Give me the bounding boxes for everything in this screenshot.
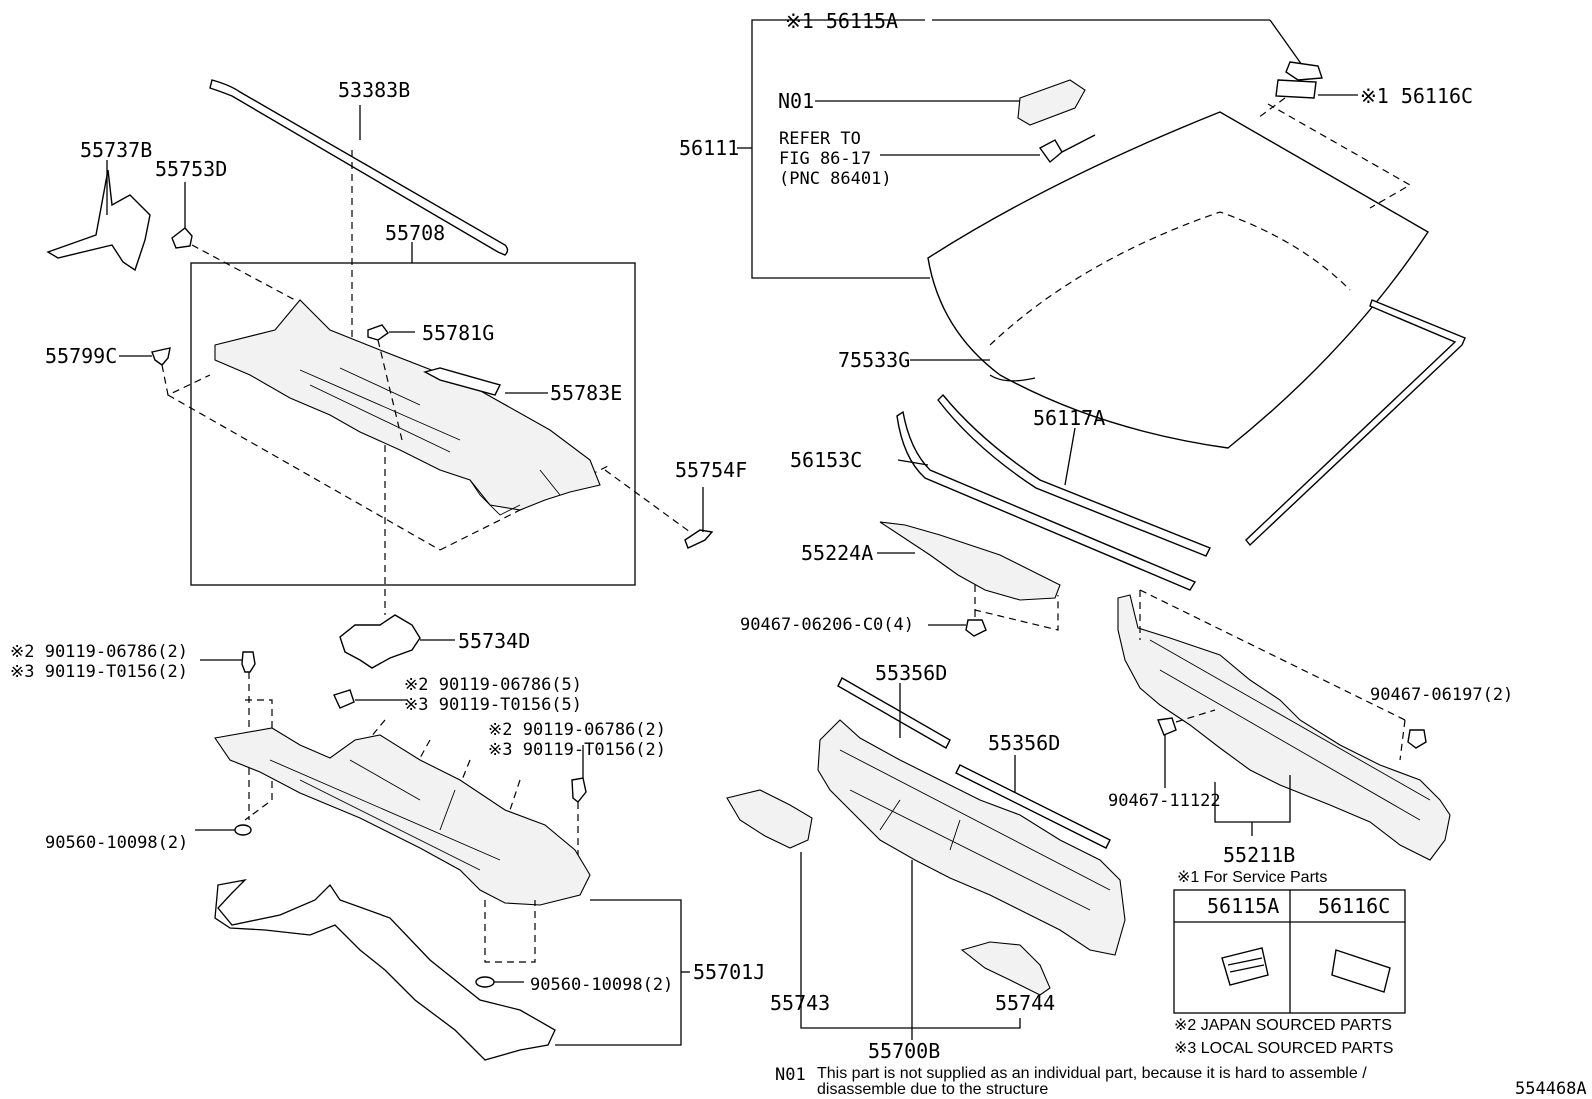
label-55753D: 55753D: [155, 157, 227, 181]
clip-90467-06197: [1407, 729, 1427, 749]
cowl-top-panel-55708: [214, 299, 601, 511]
legend-image-56115A: [1221, 947, 1269, 986]
label-55356D-a: 55356D: [875, 661, 947, 685]
label-55737B: 55737B: [80, 138, 152, 162]
cowl-panel-55701J: [214, 727, 591, 906]
label-55743: 55743: [770, 991, 830, 1015]
label-55700B: 55700B: [868, 1039, 940, 1063]
windshield-glass-56111: [927, 111, 1429, 449]
part-55743: [726, 789, 813, 849]
label-55799C: 55799C: [45, 344, 117, 368]
clip-55799C: [151, 347, 171, 366]
label-90119-c1: ※2 90119-06786(2): [488, 720, 666, 740]
weatherstrip-53383B: [209, 79, 509, 256]
strip-55356D-a: [837, 677, 951, 749]
legend-col-56116C: 56116C: [1318, 894, 1390, 918]
bolt-90119-c: [571, 777, 587, 803]
clip-55781G: [367, 324, 389, 341]
clip-90467-11122: [1157, 717, 1177, 736]
clip-55753D: [171, 227, 193, 249]
label-55708: 55708: [385, 221, 445, 245]
label-N01: N01: [778, 89, 814, 113]
label-55701J: 55701J: [693, 960, 765, 984]
strip-55356D-b: [955, 764, 1111, 849]
strip-56117A: [937, 393, 1211, 557]
bolt-90119-b: [333, 689, 355, 709]
legend-image-56116C: [1331, 949, 1391, 993]
footnote-code: N01: [775, 1065, 806, 1085]
grommet-90560-a: [234, 824, 252, 836]
grommet-90560-b: [475, 976, 495, 988]
diagram-id: 554468A: [1515, 1079, 1587, 1099]
label-90467-06197: 90467-06197(2): [1370, 685, 1513, 705]
label-55783E: 55783E: [550, 381, 622, 405]
label-55781G: 55781G: [422, 321, 494, 345]
part-56116C: [1275, 79, 1317, 99]
label-55734D: 55734D: [458, 629, 530, 653]
label-56117A: 56117A: [1033, 406, 1105, 430]
footnote-line2: disassemble due to the structure: [817, 1081, 1048, 1098]
label-90119-b1: ※2 90119-06786(5): [404, 675, 582, 695]
strip-56153C: [896, 410, 1197, 591]
cowl-assembly-55700B: [817, 719, 1126, 956]
label-55224A: 55224A: [801, 541, 873, 565]
assembly-box-55708: [190, 262, 636, 586]
label-75533G: 75533G: [838, 348, 910, 372]
label-90560-b: 90560-10098(2): [530, 975, 673, 995]
label-refer-2: FIG 86-17: [779, 149, 871, 169]
part-N01: [1017, 79, 1086, 126]
label-90467-06206: 90467-06206-C0(4): [740, 615, 914, 635]
label-55356D-b: 55356D: [988, 731, 1060, 755]
cover-55783E: [423, 367, 502, 396]
bracket-55754F: [684, 529, 714, 549]
label-90560-a: 90560-10098(2): [45, 833, 188, 853]
label-refer-1: REFER TO: [779, 129, 861, 149]
footnote-line1: This part is not supplied as an individu…: [817, 1065, 1367, 1082]
legend-col-56115A: 56115A: [1207, 894, 1279, 918]
part-sensor-86401: [1038, 134, 1096, 164]
clip-90467-06206: [965, 619, 987, 637]
label-55754F: 55754F: [675, 458, 747, 482]
part-75533G: [989, 374, 1036, 382]
label-56116C: ※1 56116C: [1360, 84, 1473, 108]
label-56153C: 56153C: [790, 448, 862, 472]
label-90119-a1: ※2 90119-06786(2): [10, 642, 188, 662]
panel-55734D: [339, 614, 421, 669]
label-56111: 56111: [679, 136, 739, 160]
side-molding: [1245, 299, 1466, 547]
label-56115A: ※1 56115A: [785, 9, 898, 33]
label-90119-b2: ※3 90119-T0156(5): [404, 695, 582, 715]
seal-hose: [214, 878, 556, 1061]
panel-55224A: [879, 521, 1061, 601]
part-55744: [960, 941, 1051, 996]
label-53383B: 53383B: [338, 78, 410, 102]
part-56115A: [1285, 61, 1323, 81]
cowl-panel-55211B: [1117, 594, 1451, 861]
legend-japan: ※2 JAPAN SOURCED PARTS: [1174, 1017, 1392, 1034]
legend-service-note: ※1 For Service Parts: [1177, 869, 1327, 886]
label-refer-3: (PNC 86401): [779, 169, 892, 189]
bracket-55737B: [46, 169, 151, 272]
label-90119-c2: ※3 90119-T0156(2): [488, 740, 666, 760]
label-55744: 55744: [995, 991, 1055, 1015]
label-90119-a2: ※3 90119-T0156(2): [10, 662, 188, 682]
label-55211B: 55211B: [1223, 843, 1295, 867]
legend-local: ※3 LOCAL SOURCED PARTS: [1174, 1040, 1393, 1057]
bolt-90119-a: [241, 651, 256, 673]
label-90467-11122: 90467-11122: [1108, 791, 1221, 811]
